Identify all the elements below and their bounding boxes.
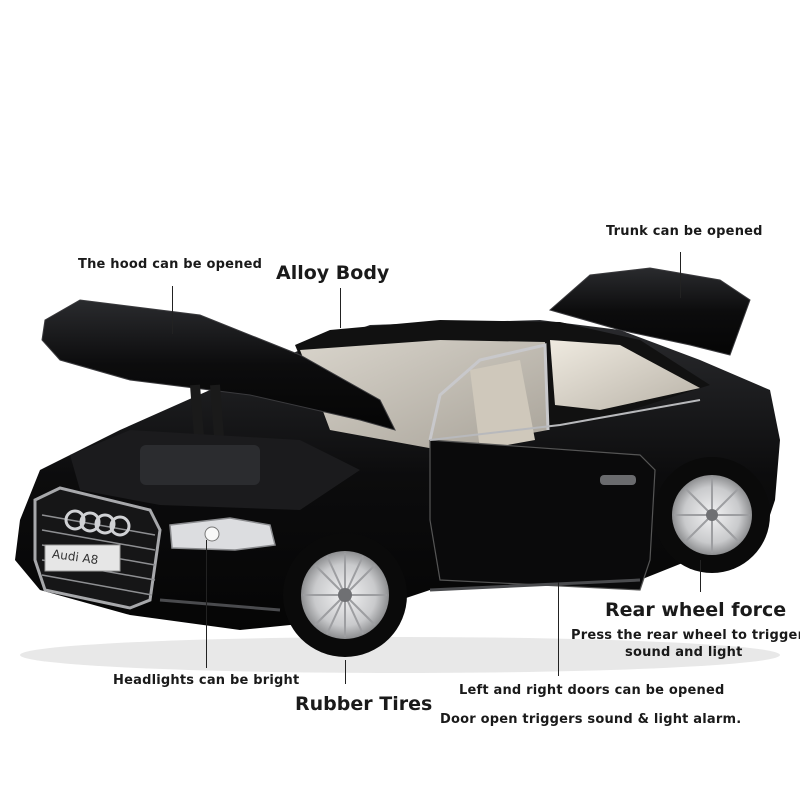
chrome-beltline bbox=[429, 399, 701, 441]
hood-label: The hood can be opened bbox=[78, 257, 263, 272]
open-trunk bbox=[548, 267, 751, 356]
headlights-leader-line bbox=[206, 540, 207, 668]
engine-cover bbox=[140, 445, 260, 485]
rear-wheel-leader-line bbox=[700, 560, 701, 592]
ground-shadow bbox=[20, 637, 780, 673]
rear-wheel-desc-line1: Press the rear wheel to trigger bbox=[571, 628, 800, 643]
license-plate bbox=[44, 544, 121, 572]
door-handle bbox=[600, 475, 636, 485]
trunk-leader-line bbox=[680, 252, 681, 298]
headlight-lens bbox=[204, 526, 220, 542]
alloy-body-label: Alloy Body bbox=[276, 262, 390, 284]
open-hood bbox=[41, 299, 396, 431]
hood-leader-line bbox=[172, 286, 173, 334]
headlight bbox=[169, 517, 276, 551]
doors-label: Left and right doors can be opened bbox=[459, 683, 725, 698]
rear-wheel-hub bbox=[706, 509, 718, 521]
headlights-label: Headlights can be bright bbox=[113, 673, 300, 688]
rear-wheel-force-label: Rear wheel force bbox=[605, 599, 787, 621]
alloy-leader-line bbox=[340, 288, 341, 328]
doors-leader-line bbox=[558, 582, 559, 676]
rear-window bbox=[550, 340, 700, 410]
door-alarm-label: Door open triggers sound & light alarm. bbox=[440, 712, 742, 727]
rubber-tires-label: Rubber Tires bbox=[295, 693, 433, 715]
brand-rings-logo bbox=[64, 509, 131, 537]
rear-wheel-desc-line2: sound and light bbox=[625, 645, 743, 660]
lower-trim bbox=[159, 578, 641, 612]
front-wheel-hub bbox=[338, 588, 352, 602]
seat bbox=[470, 360, 535, 450]
door-window-frame bbox=[428, 343, 550, 441]
trunk-label: Trunk can be opened bbox=[606, 224, 763, 239]
tires-leader-line bbox=[345, 660, 346, 684]
open-door bbox=[429, 439, 656, 591]
